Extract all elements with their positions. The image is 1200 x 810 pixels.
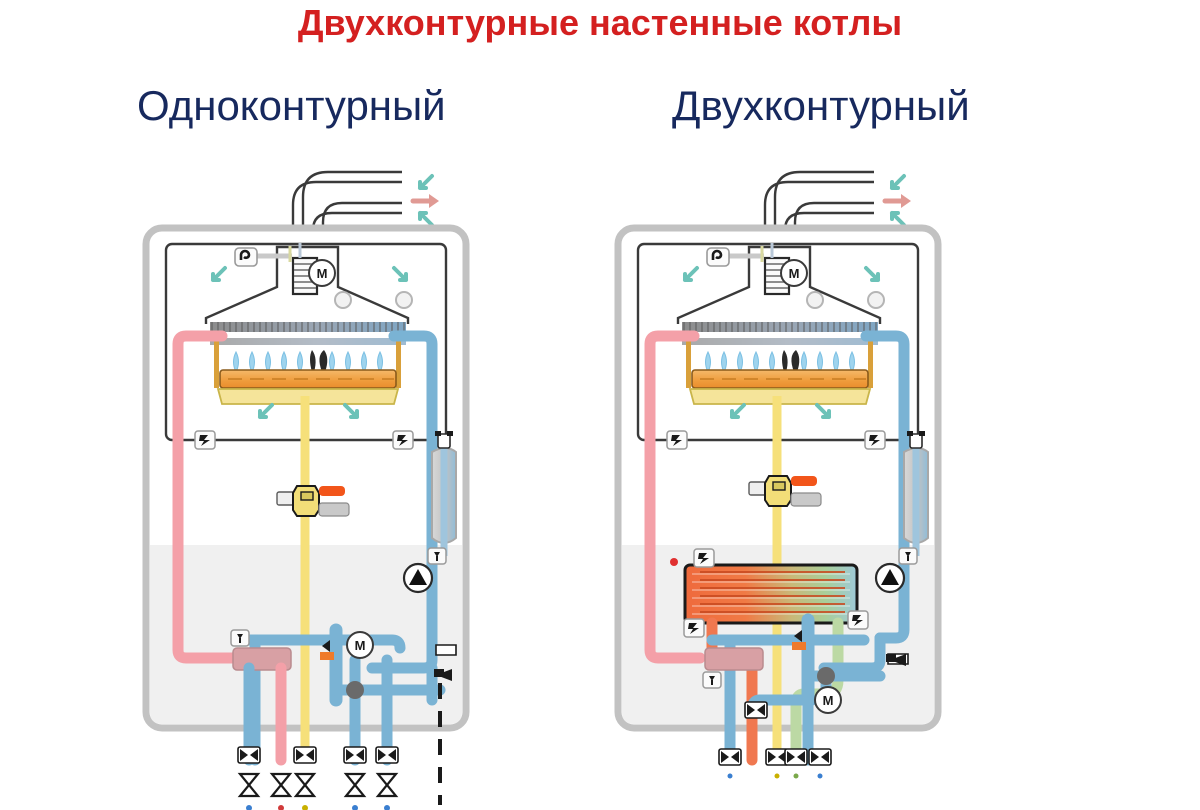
outlet-fittings-right bbox=[718, 748, 832, 779]
fin-lines-right bbox=[683, 322, 877, 332]
flue-pipes-right bbox=[763, 170, 874, 290]
inspection-port-left-2 bbox=[395, 291, 413, 309]
pipe-cold-return-right bbox=[818, 632, 886, 674]
heat-exchanger-fins-right-2 bbox=[682, 338, 878, 345]
flue-hood-left bbox=[204, 245, 410, 324]
inspection-port-right-2 bbox=[867, 291, 885, 309]
manifold-sensor-right bbox=[847, 610, 869, 630]
flue-hood-right bbox=[676, 245, 882, 324]
outlet-fittings-left bbox=[237, 654, 399, 810]
flue-sensor-left bbox=[233, 246, 259, 268]
chamber-post-left-1 bbox=[214, 340, 219, 388]
pump-sensor-right bbox=[898, 547, 918, 565]
pipe-heating-flow-right bbox=[644, 330, 706, 664]
hx-sensor-bottom bbox=[683, 618, 705, 638]
hx-sensor-top bbox=[693, 548, 715, 568]
pipe-heating-flow-left bbox=[172, 330, 244, 664]
ignition-electrode-right-2 bbox=[791, 350, 800, 372]
vessel-clip-right bbox=[906, 430, 926, 449]
tee-sensor-right bbox=[702, 671, 722, 689]
ignition-electrode-left-1 bbox=[310, 350, 316, 372]
burner-flames-right bbox=[705, 350, 855, 374]
flue-arrows-right bbox=[885, 174, 911, 227]
tee-block-right bbox=[704, 647, 764, 671]
inspection-port-right-1 bbox=[806, 291, 824, 309]
fan-motor-left bbox=[308, 259, 336, 287]
boiler-single-circuit bbox=[142, 170, 470, 810]
page-title: Двухконтурные настенные котлы bbox=[297, 2, 903, 43]
flue-arrows-left bbox=[413, 174, 439, 227]
safety-drain-left bbox=[426, 644, 457, 805]
fin-lines-left bbox=[211, 322, 405, 332]
flow-sensor-left-return bbox=[392, 430, 414, 450]
ignition-electrode-right-1 bbox=[782, 350, 788, 372]
chamber-post-right-1 bbox=[686, 340, 691, 388]
drain-fitting-right bbox=[886, 653, 909, 666]
ignition-electrode-left-2 bbox=[319, 350, 328, 372]
status-indicator-dot bbox=[670, 558, 678, 566]
flow-sensor-left-hot bbox=[194, 430, 216, 450]
heat-exchanger-fins-left-2 bbox=[210, 338, 406, 345]
fan-motor-right bbox=[780, 259, 808, 287]
pump-sensor-left bbox=[427, 547, 447, 565]
chamber-post-left-2 bbox=[396, 340, 401, 388]
vessel-clip-left bbox=[434, 430, 454, 449]
boiler-double-circuit bbox=[614, 170, 942, 779]
flow-sensor-right-return bbox=[864, 430, 886, 450]
inspection-port-left-1 bbox=[334, 291, 352, 309]
panel-heading-single: Одноконтурный bbox=[137, 82, 446, 129]
panel-heading-double: Двухконтурный bbox=[672, 82, 970, 129]
flue-sensor-right bbox=[705, 246, 731, 268]
burner-flames-left bbox=[233, 350, 383, 374]
circulation-pump-left[interactable] bbox=[402, 562, 434, 594]
tee-sensor-left bbox=[230, 629, 250, 647]
flow-sensor-right-hot bbox=[666, 430, 688, 450]
circulation-pump-right[interactable] bbox=[874, 562, 906, 594]
plate-heat-exchanger bbox=[683, 563, 859, 625]
chamber-post-right-2 bbox=[868, 340, 873, 388]
